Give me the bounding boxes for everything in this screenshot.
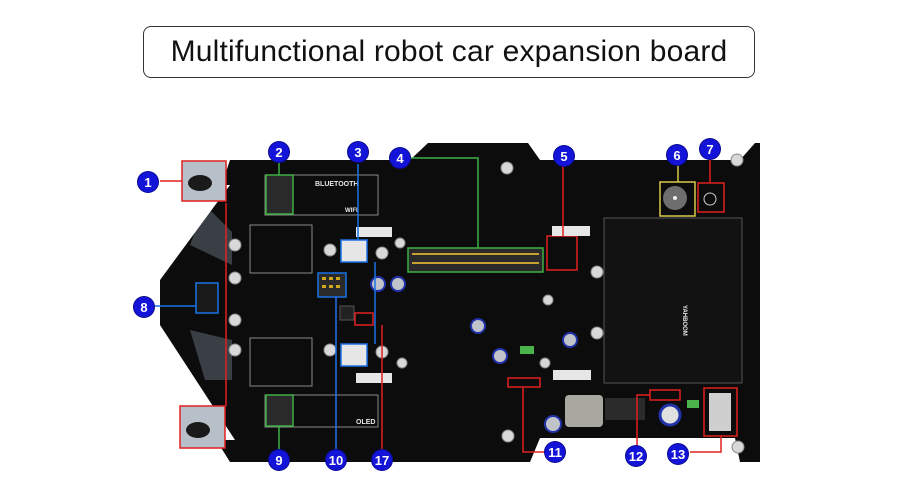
photo-sensor-area (697, 182, 725, 213)
board-reflection (190, 330, 232, 380)
label-plate (356, 227, 392, 237)
callout-line-12 (636, 394, 650, 446)
photo-sensor (703, 192, 717, 206)
mounting-hole (228, 238, 242, 252)
title-box: Multifunctional robot car expansion boar… (143, 26, 755, 78)
mounting-hole (731, 440, 745, 454)
mounting-hole (501, 429, 515, 443)
callout-badge-12: 12 (626, 446, 646, 466)
mounting-hole (500, 161, 514, 175)
mounting-hole (396, 357, 408, 369)
capacitors (370, 276, 682, 433)
oled-header (265, 394, 294, 427)
ir-sensor-lens (186, 422, 210, 438)
mounting-hole (542, 294, 554, 306)
callout-line-4 (410, 157, 479, 248)
mounting-hole (590, 265, 604, 279)
power-switch (709, 393, 731, 431)
oled-label: OLED (356, 419, 375, 426)
pin-table-top (249, 224, 313, 274)
callout-badge-11: 11 (545, 442, 565, 462)
power-led (687, 400, 699, 408)
bluetooth-header (265, 174, 294, 215)
mounting-hole (228, 271, 242, 285)
mcu-chip (339, 305, 355, 321)
power-inductor (565, 395, 603, 427)
mounting-hole (228, 313, 242, 327)
callout-badge-10: 10 (326, 450, 346, 470)
page-title: Multifunctional robot car expansion boar… (170, 35, 728, 68)
label-plate (552, 226, 590, 236)
mounting-hole (590, 326, 604, 340)
callout-line-13 (690, 436, 722, 453)
mounting-hole (375, 246, 389, 260)
mounting-hole (323, 343, 337, 357)
callout-badge-2: 2 (269, 142, 289, 162)
wifi-label: WIFI (345, 208, 358, 214)
ir-sensor-lens (188, 175, 212, 191)
callout-badge-13: 13 (668, 444, 688, 464)
mounting-hole (394, 237, 406, 249)
label-plate (356, 373, 392, 383)
callout-badge-7: 7 (700, 139, 720, 159)
mounting-hole (539, 357, 551, 369)
sub-board (603, 217, 743, 384)
resistor-area (507, 377, 541, 388)
mounting-holes (228, 153, 745, 454)
callout-badge-3: 3 (348, 142, 368, 162)
callout-line-11 (522, 387, 545, 453)
callout-badge-5: 5 (554, 146, 574, 166)
pin-table-bottom (249, 337, 313, 387)
oled-module-outline (264, 394, 379, 428)
mounting-hole (228, 343, 242, 357)
callout-badge-1: 1 (138, 172, 158, 192)
key-area (354, 312, 374, 326)
mounting-hole (730, 153, 744, 167)
callout-badge-6: 6 (667, 145, 687, 165)
mounting-hole (323, 243, 337, 257)
header-pins (412, 253, 539, 264)
servo-connector-top (340, 239, 368, 263)
gpio-40pin-header (407, 247, 544, 273)
brand-label: YAHBOOM (681, 305, 687, 336)
bluetooth-module-outline (264, 174, 379, 216)
label-plate (553, 370, 591, 380)
callout-badge-8: 8 (134, 297, 154, 317)
callout-badge-4: 4 (390, 148, 410, 168)
bluetooth-label: BLUETOOTH (315, 181, 358, 188)
callout-badge-17: 17 (372, 450, 392, 470)
ultrasonic-header (195, 282, 219, 314)
board-notch (140, 185, 230, 280)
servo-connector-bottom (340, 343, 368, 367)
regulator-chip (605, 398, 645, 420)
power-led (520, 346, 534, 354)
callout-badge-9: 9 (269, 450, 289, 470)
